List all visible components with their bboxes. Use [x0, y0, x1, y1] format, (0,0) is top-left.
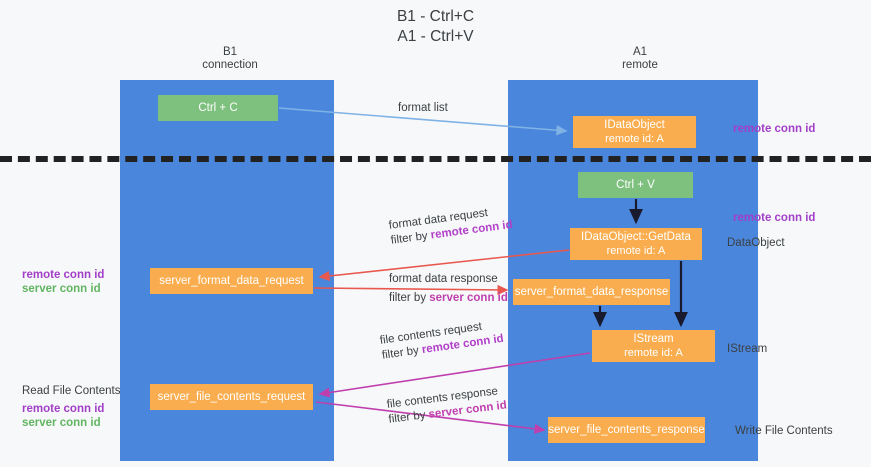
column-header-b1-sub: connection [202, 59, 258, 71]
column-header-b1: B1 connection [150, 46, 310, 72]
edge-label-fdreq-filter-prefix: filter by [390, 229, 432, 247]
node-ctrl-c-label: Ctrl + C [198, 102, 238, 114]
node-server-file-contents-response-label: server_file_contents_response [548, 424, 705, 436]
edge-label-file-contents-request: file contents request filter by remote c… [379, 317, 505, 364]
edge-label-format-list-text: format list [398, 102, 448, 114]
node-server-file-contents-request[interactable]: server_file_contents_request [150, 384, 313, 410]
annotation-left-bot-remote: remote conn id [22, 403, 105, 415]
node-getdata-label: IDataObject::GetData [581, 231, 691, 243]
edge-label-fdresp-filter-key: server conn id [429, 292, 508, 304]
node-istream-label: IStream [633, 333, 674, 345]
annotation-left-mid-remote: remote conn id [22, 269, 105, 281]
edge-label-format-data-response-text: format data response [389, 273, 498, 285]
node-idataobject-sub: remote id: A [605, 133, 664, 145]
annotation-remote-conn-id-mid: remote conn id [733, 211, 815, 225]
annotation-write-file-contents-text: Write File Contents [735, 425, 833, 437]
node-istream[interactable]: IStream remote id: A [592, 330, 715, 362]
annotation-remote-conn-id-mid-text: remote conn id [733, 212, 816, 224]
edge-label-format-data-request: format data request filter by remote con… [388, 203, 514, 249]
edge-label-format-list: format list [398, 101, 448, 116]
annotation-left-bot-server: server conn id [22, 417, 101, 429]
section-divider [0, 156, 871, 162]
column-header-b1-name: B1 [222, 46, 238, 58]
title-line-1: B1 - Ctrl+C [396, 8, 475, 25]
annotation-istream: IStream [727, 342, 767, 356]
node-server-file-contents-request-label: server_file_contents_request [157, 391, 306, 403]
annotation-istream-text: IStream [727, 343, 768, 355]
column-header-a1: A1 remote [560, 46, 720, 72]
edge-label-format-data-response: format data response filter by server co… [389, 272, 508, 306]
title-line-2: A1 - Ctrl+V [397, 28, 474, 45]
node-server-file-contents-response[interactable]: server_file_contents_response [548, 417, 705, 443]
node-istream-sub: remote id: A [624, 347, 683, 359]
node-server-format-data-request[interactable]: server_format_data_request [150, 268, 313, 294]
node-server-format-data-request-label: server_format_data_request [159, 275, 304, 287]
diagram-title: B1 - Ctrl+C A1 - Ctrl+V [0, 7, 871, 47]
column-header-a1-name: A1 [632, 46, 648, 58]
annotation-remote-conn-id-top: remote conn id [733, 122, 815, 136]
node-getdata-sub: remote id: A [606, 245, 666, 257]
edge-label-file-contents-response: file contents response filter by server … [386, 384, 508, 428]
edge-label-fcresp-filter-prefix: filter by [387, 408, 430, 426]
edge-label-fcreq-filter-prefix: filter by [381, 344, 423, 362]
node-idataobject[interactable]: IDataObject remote id: A [573, 116, 696, 148]
column-header-a1-sub: remote [622, 59, 658, 71]
node-server-format-data-response-label: server_format_data_response [514, 286, 669, 298]
annotation-left-mid-server: server conn id [22, 283, 101, 295]
node-idataobject-getdata[interactable]: IDataObject::GetData remote id: A [570, 228, 702, 260]
edge-label-fdresp-filter-prefix: filter by [389, 292, 430, 304]
node-ctrl-v-label: Ctrl + V [616, 179, 655, 191]
annotation-left-bottom: Read File Contents remote conn id server… [22, 384, 120, 430]
annotation-left-mid: remote conn id server conn id [22, 268, 104, 296]
node-ctrl-v[interactable]: Ctrl + V [578, 172, 693, 198]
node-ctrl-c[interactable]: Ctrl + C [158, 95, 278, 121]
annotation-read-file-contents: Read File Contents [22, 385, 121, 397]
annotation-write-file-contents: Write File Contents [735, 424, 833, 438]
annotation-remote-conn-id-top-text: remote conn id [733, 123, 816, 135]
node-server-format-data-response[interactable]: server_format_data_response [513, 279, 670, 305]
annotation-dataobject: DataObject [727, 236, 785, 250]
annotation-dataobject-text: DataObject [727, 237, 785, 249]
node-idataobject-label: IDataObject [604, 119, 665, 131]
